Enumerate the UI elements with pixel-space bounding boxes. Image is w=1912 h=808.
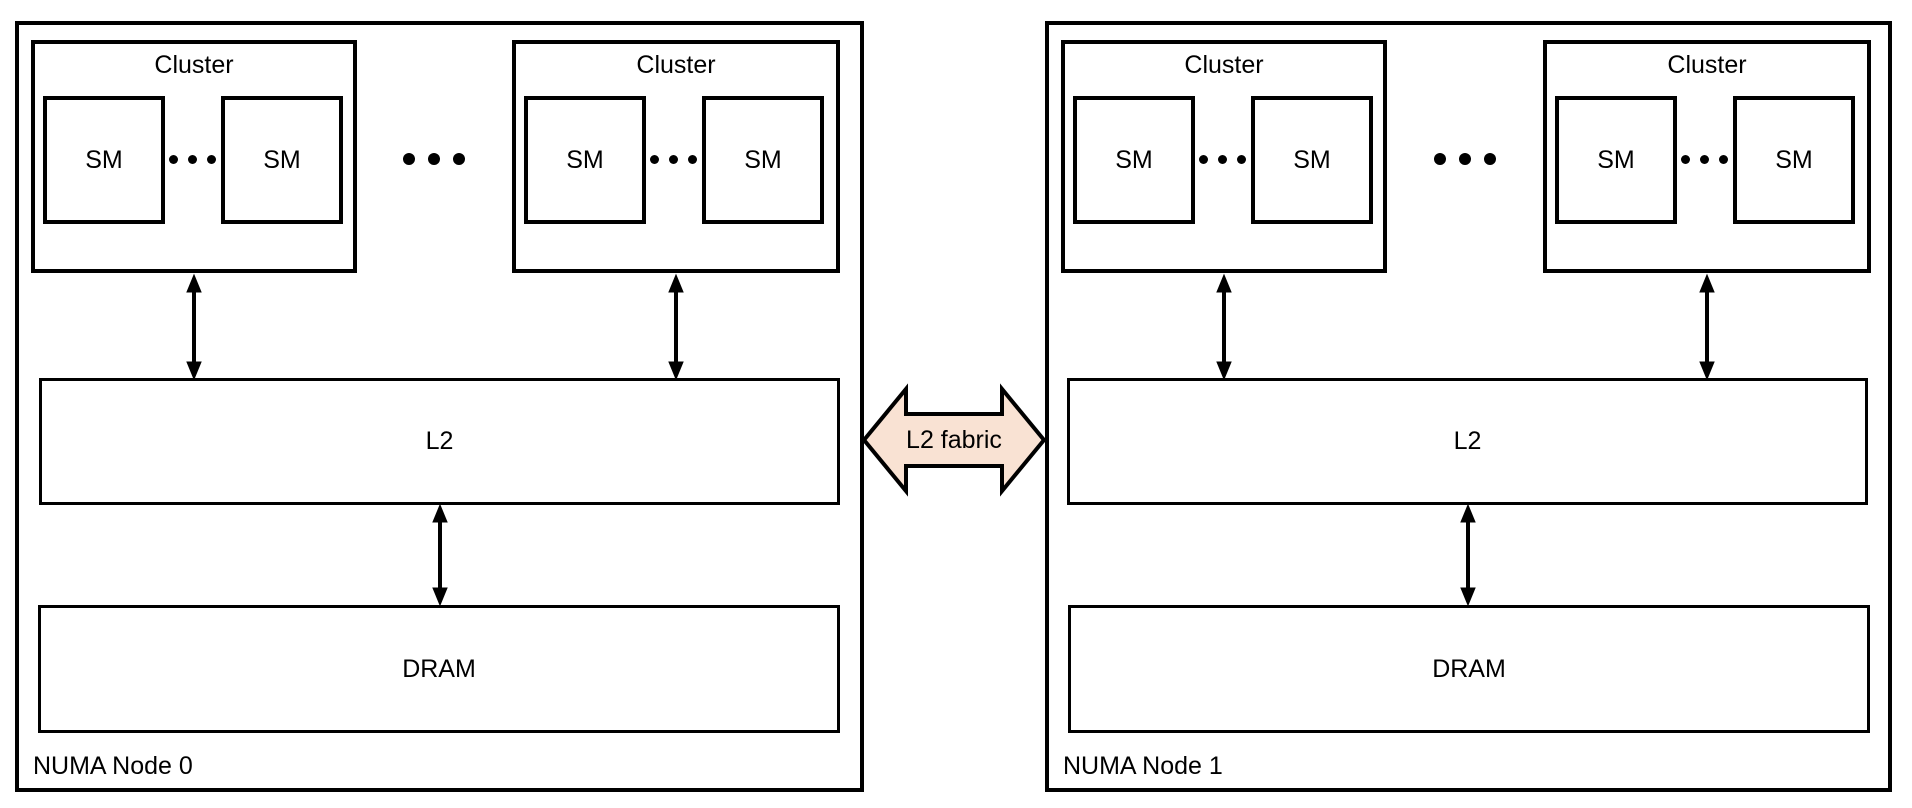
sm-label: SM <box>1775 145 1813 174</box>
numa-node-1-box: Cluster SM SM Cluster SM SM L2 DRAM <box>1045 21 1892 792</box>
cluster-label: Cluster <box>1667 51 1747 79</box>
sm-box: SM <box>221 96 343 224</box>
sm-label: SM <box>263 145 301 174</box>
dram-label: DRAM <box>402 654 476 683</box>
sm-label: SM <box>1293 145 1331 174</box>
sm-box: SM <box>702 96 824 224</box>
cluster-label: Cluster <box>154 51 234 79</box>
sm-box: SM <box>1733 96 1855 224</box>
cluster-box: Cluster SM SM <box>1543 40 1871 273</box>
ellipsis-dots-icon <box>403 153 465 165</box>
cluster-label: Cluster <box>636 51 716 79</box>
sm-label: SM <box>1115 145 1153 174</box>
l2-label: L2 <box>1453 427 1482 455</box>
ellipsis-dots-icon <box>1199 155 1246 164</box>
ellipsis-dots-icon <box>1681 155 1728 164</box>
numa-node-0-label: NUMA Node 0 <box>33 752 193 780</box>
l2-fabric-label: L2 fabric <box>906 426 1002 454</box>
numa-node-1-label: NUMA Node 1 <box>1063 752 1223 780</box>
l2-box: L2 <box>39 378 840 505</box>
ellipsis-dots-icon <box>1434 153 1496 165</box>
sm-box: SM <box>1251 96 1373 224</box>
sm-label: SM <box>744 145 782 174</box>
l2-label: L2 <box>425 427 454 455</box>
cluster-box: Cluster SM SM <box>512 40 840 273</box>
sm-box: SM <box>1555 96 1677 224</box>
numa-node-0-box: Cluster SM SM Cluster SM SM L2 DRAM <box>15 21 864 792</box>
sm-label: SM <box>85 145 123 174</box>
cluster-box: Cluster SM SM <box>31 40 357 273</box>
ellipsis-dots-icon <box>650 155 697 164</box>
dram-box: DRAM <box>38 605 840 733</box>
sm-label: SM <box>1597 145 1635 174</box>
cluster-label: Cluster <box>1184 51 1264 79</box>
ellipsis-dots-icon <box>169 155 216 164</box>
l2-box: L2 <box>1067 378 1868 505</box>
dram-label: DRAM <box>1432 654 1506 683</box>
sm-box: SM <box>1073 96 1195 224</box>
sm-label: SM <box>566 145 604 174</box>
dram-box: DRAM <box>1068 605 1870 733</box>
cluster-box: Cluster SM SM <box>1061 40 1387 273</box>
sm-box: SM <box>43 96 165 224</box>
sm-box: SM <box>524 96 646 224</box>
